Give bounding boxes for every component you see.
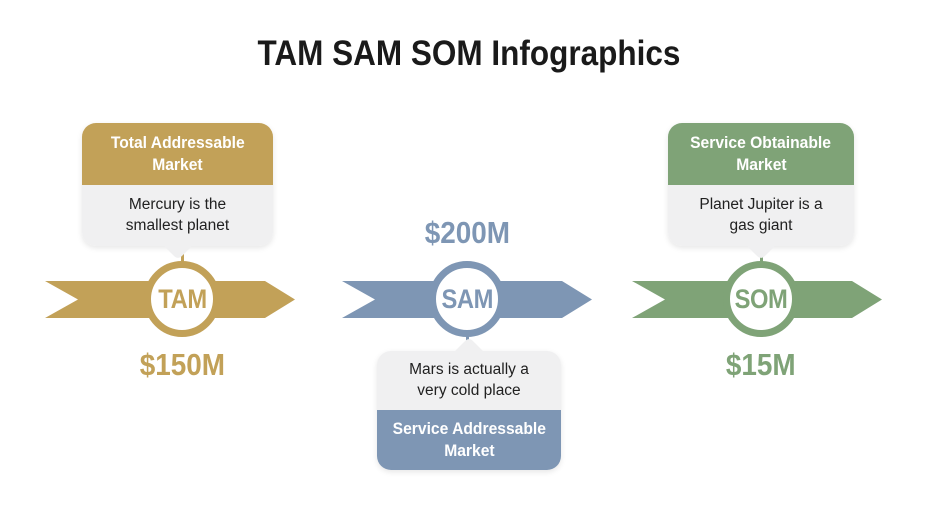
tam-note-line1: Mercury is the xyxy=(128,195,227,213)
sam-value-text: $200M xyxy=(424,215,510,250)
sam-value: $200M xyxy=(392,215,542,251)
sam-note-line1: Mars is actually a xyxy=(409,360,529,378)
sam-card: Mars is actually a very cold place Servi… xyxy=(377,337,561,470)
tam-note-line2: smallest planet xyxy=(125,216,230,234)
sam-circle: SAM xyxy=(429,261,505,337)
page-title-text: TAM SAM SOM Infographics xyxy=(257,34,680,73)
sam-card-title-line1: Service Addressable xyxy=(392,419,546,439)
som-note-line1: Planet Jupiter is a xyxy=(699,195,823,213)
sam-note-line2: very cold place xyxy=(417,381,521,399)
tam-card-note: Mercury is the smallest planet xyxy=(82,185,273,246)
som-card-note: Planet Jupiter is a gas giant xyxy=(668,185,854,246)
tam-connector-line xyxy=(181,251,184,262)
som-card: Service Obtainable Market Planet Jupiter… xyxy=(668,123,854,260)
tam-value: $150M xyxy=(107,347,257,383)
som-value-text: $15M xyxy=(726,347,796,382)
tam-card-title-line2: Market xyxy=(152,155,203,174)
sam-card-note: Mars is actually a very cold place xyxy=(377,351,561,410)
som-circle: SOM xyxy=(723,261,799,337)
sam-acronym-label: SAM xyxy=(441,283,493,314)
tam-card: Total Addressable Market Mercury is the … xyxy=(82,123,273,260)
tam-card-header: Total Addressable Market xyxy=(82,123,273,185)
som-acronym-label: SOM xyxy=(734,283,788,314)
page-title: TAM SAM SOM Infographics xyxy=(0,34,937,74)
som-card-header: Service Obtainable Market xyxy=(668,123,854,185)
som-card-title-line2: Market xyxy=(735,155,787,174)
tam-card-title-line1: Total Addressable xyxy=(110,133,245,153)
tam-acronym-label: TAM xyxy=(157,283,207,314)
som-value: $15M xyxy=(686,347,836,383)
tam-value-text: $150M xyxy=(139,347,225,382)
sam-card-header: Service Addressable Market xyxy=(377,410,561,470)
som-note-line2: gas giant xyxy=(729,216,793,234)
tam-circle: TAM xyxy=(144,261,220,337)
sam-card-title-line2: Market xyxy=(443,441,495,460)
som-card-title-line1: Service Obtainable xyxy=(690,133,832,153)
